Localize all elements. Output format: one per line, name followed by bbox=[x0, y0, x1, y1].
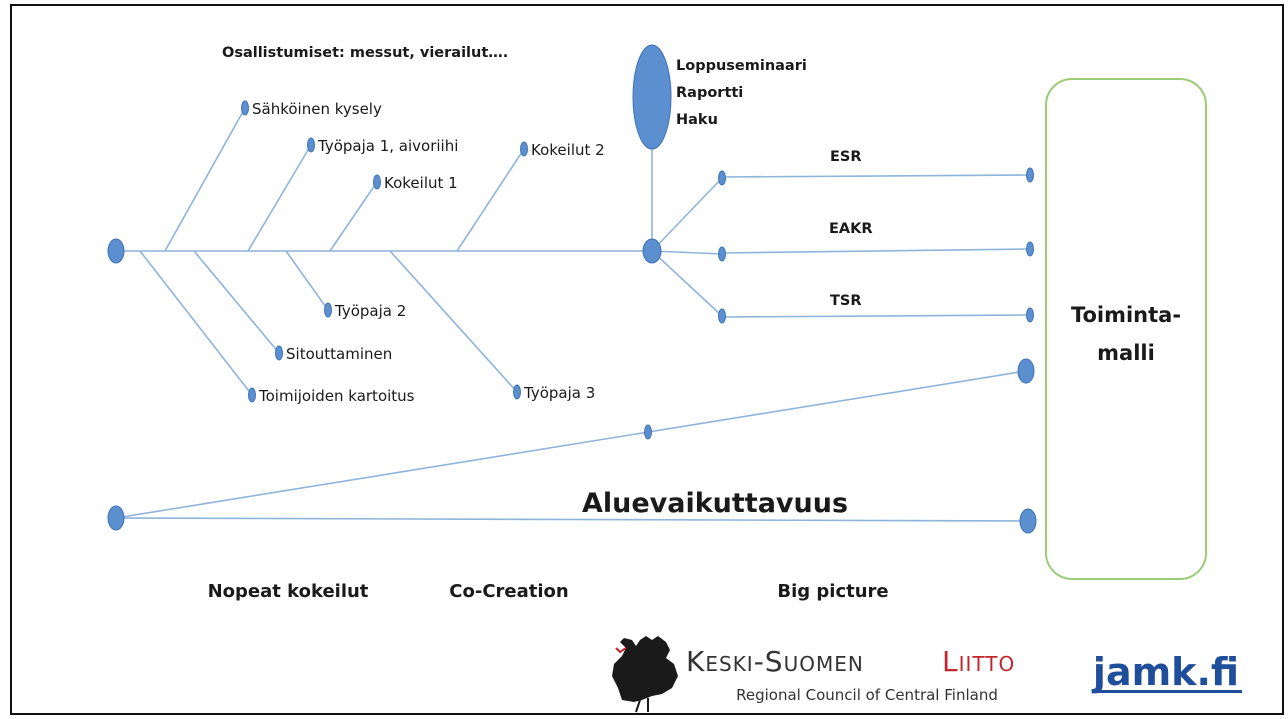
phase-label: Co-Creation bbox=[449, 581, 568, 602]
liitto-logo-text-1: Keski-Suomen bbox=[686, 645, 864, 678]
hub-node bbox=[642, 238, 662, 264]
toimintamalli-label: malli bbox=[1097, 341, 1155, 365]
branch-node bbox=[307, 137, 315, 153]
branch-label: Kokeilut 2 bbox=[531, 141, 605, 159]
branch-label: Kokeilut 1 bbox=[384, 174, 458, 192]
slide-frame bbox=[10, 4, 1284, 715]
fund-line-tsr bbox=[721, 314, 1031, 318]
branch-label: Toimijoiden kartoitus bbox=[258, 387, 415, 405]
branch-line bbox=[193, 250, 280, 354]
fund-node bbox=[718, 308, 726, 324]
branch-node bbox=[241, 100, 249, 116]
liitto-subtitle: Regional Council of Central Finland bbox=[736, 686, 998, 704]
branch-line bbox=[389, 250, 518, 393]
fund-label: EAKR bbox=[829, 221, 873, 237]
jamk-underline bbox=[1092, 690, 1242, 693]
fund-label: ESR bbox=[830, 149, 862, 165]
milestone-label: Loppuseminaari bbox=[676, 58, 807, 74]
branch-line bbox=[456, 148, 525, 252]
impact-start-node bbox=[107, 505, 125, 531]
branch-line bbox=[247, 144, 312, 252]
jamk-logo: jamk.fi bbox=[1091, 650, 1239, 694]
phase-label: Big picture bbox=[777, 581, 888, 602]
branch-line bbox=[285, 250, 329, 311]
toimintamalli-label: Toiminta- bbox=[1071, 303, 1181, 327]
impact-end-node bbox=[1019, 508, 1037, 534]
impact-mid-node bbox=[644, 424, 652, 440]
liitto-logo-text-2: Liitto bbox=[942, 645, 1015, 678]
fund-connector bbox=[651, 250, 723, 317]
branch-line bbox=[139, 250, 253, 396]
branch-label: Sähköinen kysely bbox=[252, 100, 382, 118]
branch-label: Sitouttaminen bbox=[286, 345, 392, 363]
branch-node bbox=[373, 174, 381, 190]
impact-upper-line bbox=[115, 370, 1027, 519]
fund-label: TSR bbox=[830, 293, 862, 309]
branch-line bbox=[164, 107, 246, 252]
toimintamalli-box bbox=[1045, 78, 1207, 580]
fund-node bbox=[718, 246, 726, 262]
branch-label: Työpaja 1, aivoriihi bbox=[317, 137, 458, 155]
impact-lower-line bbox=[115, 517, 1029, 522]
phase-label: Nopeat kokeilut bbox=[208, 581, 369, 602]
branch-node bbox=[248, 387, 256, 403]
top-label: Osallistumiset: messut, vierailut…. bbox=[222, 45, 508, 61]
impact-end-node bbox=[1017, 358, 1035, 384]
fund-connector bbox=[651, 177, 723, 252]
milestone-label: Haku bbox=[676, 112, 718, 128]
fund-end-node bbox=[1026, 307, 1034, 323]
fund-end-node bbox=[1026, 241, 1034, 257]
branch-label: Työpaja 3 bbox=[523, 384, 595, 402]
branch-node bbox=[324, 302, 332, 318]
fund-node bbox=[718, 170, 726, 186]
branch-node bbox=[513, 384, 521, 400]
aluevaikuttavuus-label: Aluevaikuttavuus bbox=[582, 488, 848, 519]
fund-line-esr bbox=[721, 174, 1031, 178]
fund-connector bbox=[651, 250, 723, 255]
fund-line-eakr bbox=[721, 248, 1031, 254]
branch-line bbox=[329, 181, 378, 252]
branch-label: Työpaja 2 bbox=[334, 302, 406, 320]
fund-end-node bbox=[1026, 167, 1034, 183]
milestone-node bbox=[632, 44, 672, 150]
grouse-logo-icon bbox=[612, 636, 678, 713]
branch-node bbox=[275, 345, 283, 361]
milestone-label: Raportti bbox=[676, 85, 743, 101]
start-node bbox=[107, 238, 125, 264]
branch-node bbox=[520, 141, 528, 157]
